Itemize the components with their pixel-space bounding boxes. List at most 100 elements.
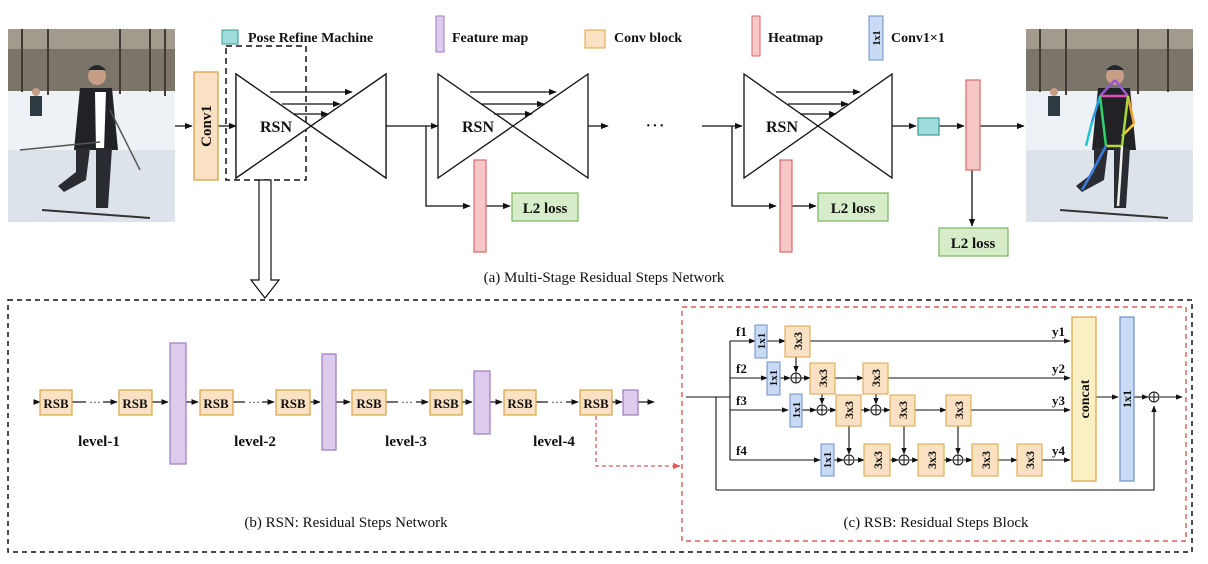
conv1x1-block	[754, 324, 768, 359]
rsb-label: RSB	[356, 396, 382, 411]
l2-loss-box-final	[938, 227, 1009, 257]
feature-map	[321, 353, 337, 451]
conv3x3-block	[784, 325, 811, 358]
heatmap-stage-n	[779, 159, 793, 253]
conv1x1-block	[789, 393, 803, 428]
caption-b: (b) RSN: Residual Steps Network	[244, 515, 448, 531]
rsb-label: RSB	[43, 396, 69, 411]
l2-loss-label-final: L2 loss	[951, 236, 996, 252]
feature-map	[473, 370, 491, 435]
conv3x3-block	[1016, 443, 1043, 477]
input-f1: f1	[736, 324, 747, 339]
rsn-stage-1	[235, 72, 387, 180]
prm-block	[917, 117, 940, 136]
conv3x3-label: 3x3	[791, 332, 805, 350]
conv3x3-block	[889, 394, 916, 427]
rsb-block	[39, 389, 73, 416]
rsb-block	[503, 389, 537, 416]
output-y3: y3	[1052, 393, 1066, 408]
rsb-block	[429, 389, 463, 416]
heatmap-final	[965, 79, 981, 171]
legend-conv1x1-swatch	[868, 15, 884, 61]
conv3x3-block	[863, 443, 891, 477]
rsn-stage-2	[437, 72, 589, 180]
conv1-label: Conv1	[199, 105, 215, 147]
final-conv1x1-block	[1119, 316, 1135, 482]
conv3x3-label: 3x3	[816, 369, 830, 387]
conv3x3-block	[945, 394, 972, 427]
l2-loss-label-2: L2 loss	[831, 201, 876, 217]
conv3x3-label: 3x3	[871, 451, 885, 469]
level-2-label: level-2	[234, 434, 276, 450]
stage-ellipsis: ···	[645, 115, 665, 137]
output-y2: y2	[1052, 361, 1065, 376]
concat-label: concat	[1078, 379, 1093, 418]
rsb-zoom-connector	[595, 416, 681, 470]
conv3x3-block	[835, 394, 862, 427]
conv3x3-label: 3x3	[842, 401, 856, 419]
rsb-conv1x1-blocks: 1x1 1x1 1x1 1x1	[754, 324, 835, 477]
detail-panel	[7, 299, 1193, 553]
rsb-panel	[681, 306, 1187, 542]
rsb-label: RSB	[203, 396, 229, 411]
level-3-label: level-3	[385, 434, 427, 450]
conv3x3-block	[809, 362, 836, 395]
l2-loss-label-1: L2 loss	[523, 201, 568, 217]
input-photo	[8, 29, 175, 222]
rsn-panel-blocks: RSB ··· RSB RSB ··· RSB RSB ··· RSB RSB …	[39, 342, 639, 465]
rsn-stage-n	[743, 72, 893, 180]
conv3x3-block	[917, 443, 945, 477]
legend-heatmap-swatch	[751, 15, 761, 57]
rsn-stage-n-label: RSN	[766, 119, 798, 136]
final-conv1x1-label: 1x1	[1120, 390, 1134, 408]
output-photo	[1026, 29, 1193, 222]
conv1x1-label: 1x1	[756, 333, 768, 350]
conv1x1-block	[820, 443, 835, 477]
l2-loss-box-2	[817, 192, 889, 222]
conv3x3-label: 3x3	[1023, 451, 1037, 469]
rsb-block	[275, 389, 311, 416]
rsn-stage-2-label: RSN	[462, 119, 494, 136]
rsb-dots: ···	[401, 395, 413, 409]
rsb-dots: ···	[248, 395, 260, 409]
output-y4: y4	[1052, 443, 1066, 458]
rsb-dots: ···	[551, 395, 563, 409]
top-pipeline	[175, 122, 1025, 227]
concat-block	[1071, 316, 1097, 482]
legend-conv-block-label: Conv block	[614, 31, 682, 46]
legend-conv-block-swatch	[584, 29, 606, 49]
caption-a: (a) Multi-Stage Residual Steps Network	[484, 270, 725, 286]
conv1x1-label: 1x1	[822, 452, 834, 469]
legend-feature-map-label: Feature map	[452, 31, 529, 46]
conv3x3-label: 3x3	[979, 451, 993, 469]
rsb-dots: ···	[89, 395, 101, 409]
legend-prm-swatch	[221, 29, 239, 45]
output-y1: y1	[1052, 324, 1065, 339]
legend-prm-label: Pose Refine Machine	[248, 31, 373, 46]
rsb-block	[351, 389, 387, 416]
conv3x3-label: 3x3	[925, 451, 939, 469]
conv1-block	[193, 71, 219, 181]
input-f4: f4	[736, 443, 747, 458]
legend-feature-map-swatch	[435, 15, 445, 53]
legend-conv1x1-swatch-label: 1x1	[872, 31, 883, 46]
rsb-label: RSB	[583, 396, 609, 411]
rsb-label: RSB	[433, 396, 459, 411]
rsb-label: RSB	[122, 396, 148, 411]
input-f3: f3	[736, 393, 747, 408]
conv3x3-label: 3x3	[896, 401, 910, 419]
heatmap-stage-1	[473, 159, 487, 253]
legend: Pose Refine Machine Feature map Conv blo…	[221, 15, 945, 61]
feature-map	[169, 342, 187, 465]
legend-conv1x1-label: Conv1×1	[891, 31, 945, 46]
rsn-stage-1-label: RSN	[260, 119, 292, 136]
caption-c: (c) RSB: Residual Steps Block	[844, 515, 1029, 531]
conv3x3-block	[971, 443, 999, 477]
conv3x3-block	[862, 362, 889, 395]
level-1-label: level-1	[78, 434, 120, 450]
add-node-crosses	[791, 373, 1159, 465]
zoom-arrow	[249, 179, 281, 299]
conv1x1-label: 1x1	[768, 370, 780, 387]
conv1x1-block	[766, 361, 781, 396]
